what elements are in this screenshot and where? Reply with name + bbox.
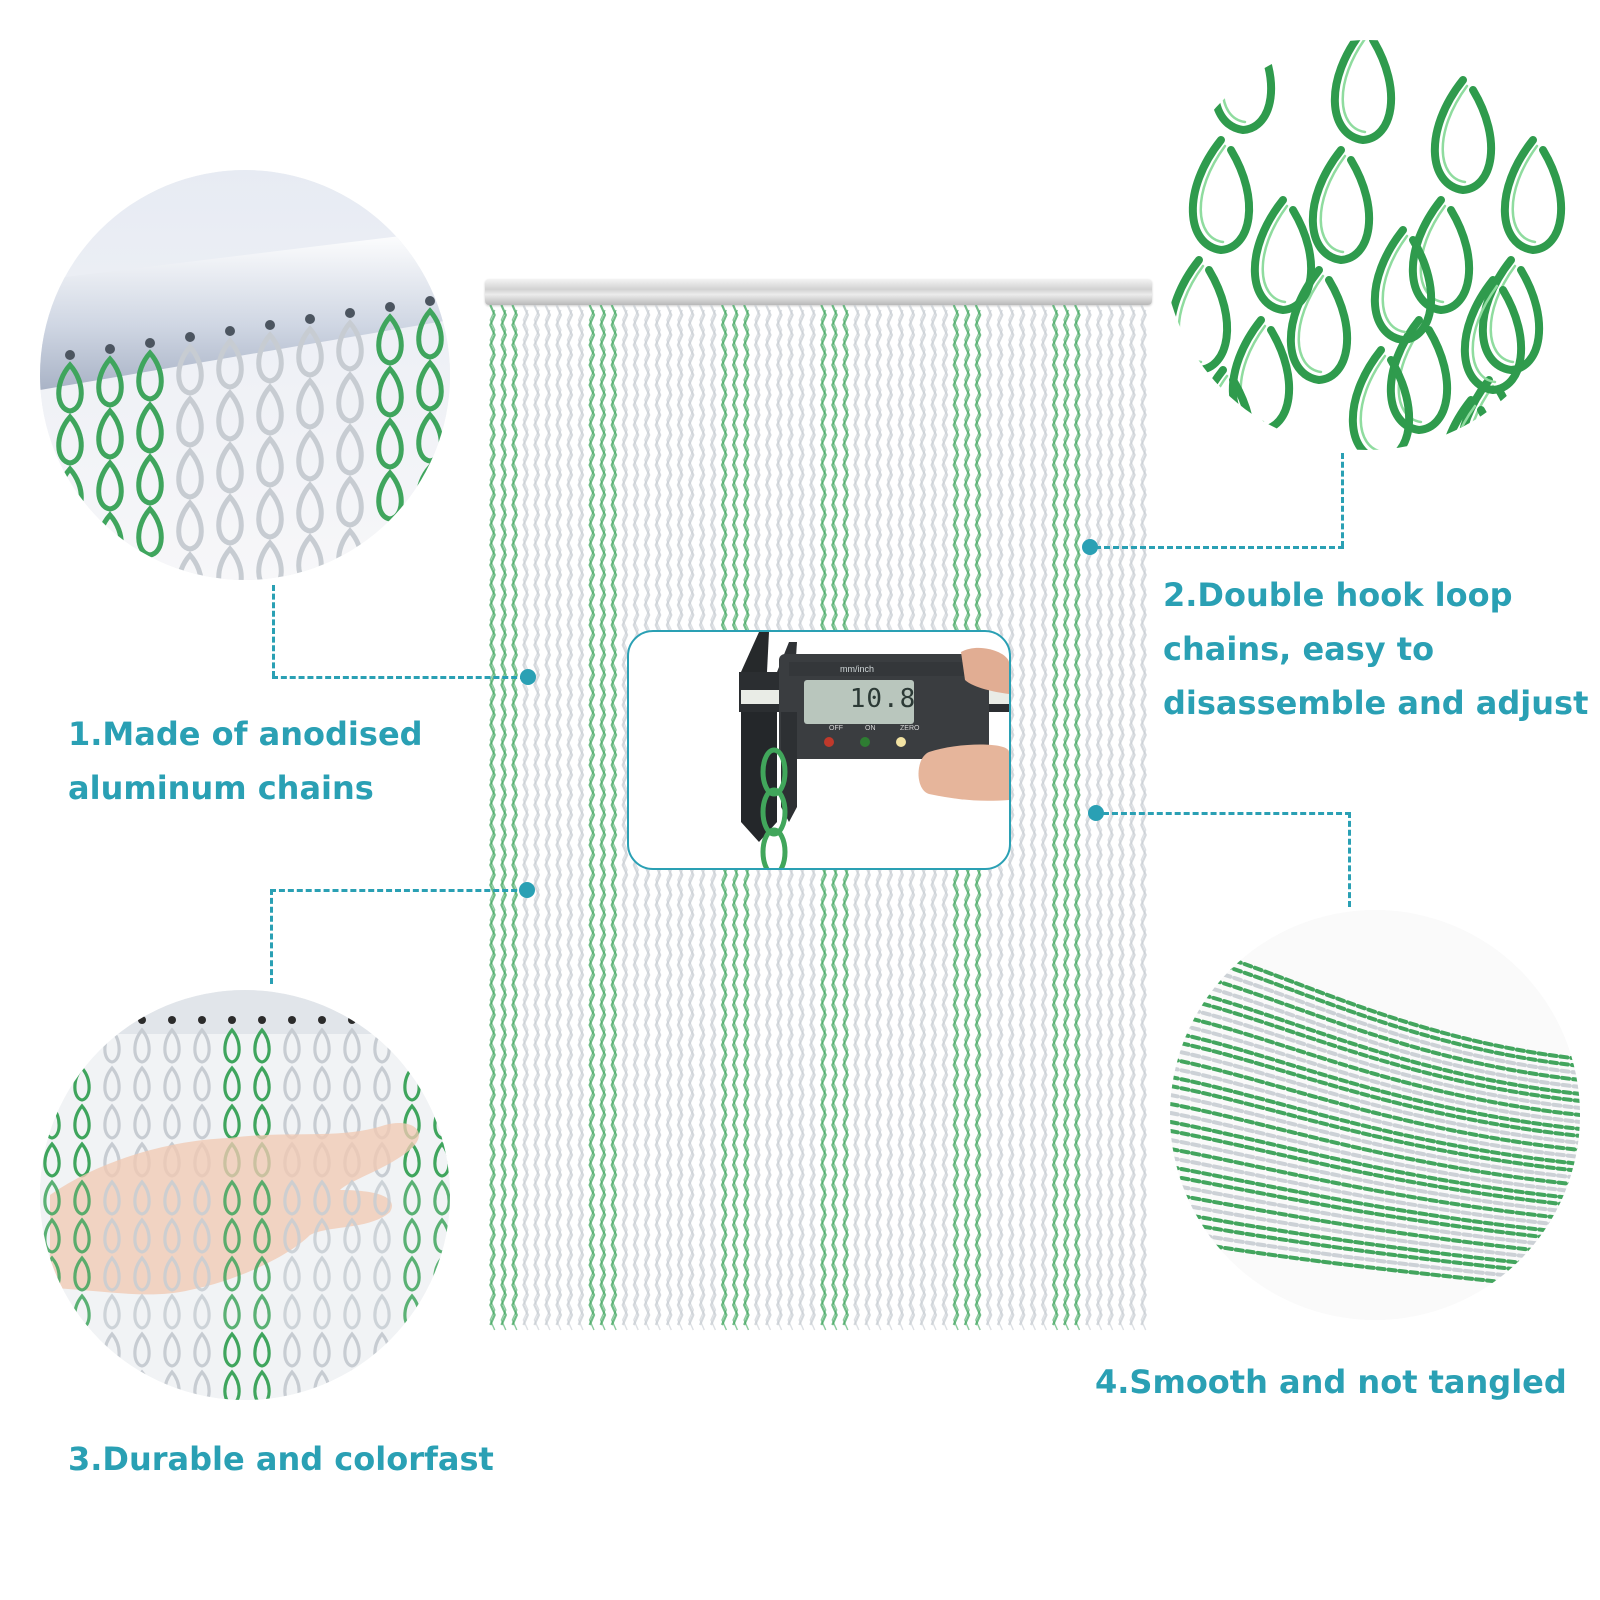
- callout-2-vertical-line: [1341, 453, 1344, 547]
- curtain-rod: [485, 279, 1152, 305]
- curtain-chain-strand: [577, 305, 585, 1331]
- feature-1-line-2: aluminum chains: [68, 769, 374, 807]
- callout-3-horizontal-line: [270, 889, 526, 892]
- curtain-chain-strand: [588, 305, 596, 1331]
- callout-4-horizontal-line: [1103, 812, 1351, 815]
- curtain-chain-strand: [1140, 305, 1147, 1331]
- feature-3-line-1: 3.Durable and colorfast: [68, 1440, 494, 1478]
- hand-holding-chains-photo: [40, 990, 450, 1400]
- curtain-chain-strand: [522, 305, 530, 1331]
- feature-4-text: 4.Smooth and not tangled: [1095, 1355, 1567, 1409]
- callout-4-vertical-line: [1348, 812, 1351, 907]
- rail-hole: [145, 338, 155, 348]
- curtain-chain-strand: [566, 305, 574, 1331]
- rail-hole: [425, 296, 435, 306]
- rail-hole: [265, 320, 275, 330]
- caliper-reading: 10.8: [849, 684, 917, 714]
- caliper-unit-label: mm/inch: [840, 664, 875, 674]
- callout-1-dot: [520, 669, 536, 685]
- rail-hole: [105, 344, 115, 354]
- rail-hole: [305, 314, 315, 324]
- curtain-chain-strand: [599, 305, 607, 1331]
- rail-hole: [385, 302, 395, 312]
- callout-4-dot: [1088, 805, 1104, 821]
- curtain-chain-strand: [1128, 305, 1136, 1331]
- rail-hole: [65, 350, 75, 360]
- curtain-chain-strand: [1106, 305, 1114, 1331]
- callout-2-horizontal-line: [1095, 546, 1344, 549]
- feature-2-line-2: chains, easy to: [1163, 630, 1435, 668]
- feature-2-text: 2.Double hook loop chains, easy to disas…: [1163, 568, 1588, 730]
- callout-3-vertical-line: [270, 889, 273, 984]
- curtain-chain-strand: [1051, 305, 1059, 1331]
- rail-hole: [345, 308, 355, 318]
- feature-1-line-1: 1.Made of anodised: [68, 715, 423, 753]
- smooth-chains-closeup-photo: [1170, 910, 1580, 1320]
- feature-1-text: 1.Made of anodised aluminum chains: [68, 707, 423, 815]
- curtain-chain-strand: [1040, 305, 1048, 1331]
- curtain-chain-strand: [1073, 305, 1081, 1331]
- caliper-off-label: OFF: [829, 725, 843, 732]
- curtain-chain-strand: [489, 305, 496, 1331]
- caliper-zero-label: ZERO: [900, 725, 920, 732]
- feature-2-line-1: 2.Double hook loop: [1163, 576, 1513, 614]
- callout-3-dot: [519, 882, 535, 898]
- curtain-chain-strand: [533, 305, 541, 1331]
- curtain-chain-strand: [555, 305, 563, 1331]
- curtain-chain-strand: [1018, 305, 1026, 1331]
- double-hook-loop-closeup-photo: [1163, 40, 1573, 450]
- callout-1-horizontal-line: [272, 676, 526, 679]
- caliper-on-label: ON: [865, 725, 876, 732]
- curtain-chain-strand: [1062, 305, 1070, 1331]
- anodised-chains-closeup-photo: [40, 170, 450, 580]
- curtain-chain-strand: [500, 305, 508, 1331]
- caliper-measurement-inset: [627, 630, 1011, 870]
- feature-4-line-1: 4.Smooth and not tangled: [1095, 1363, 1567, 1401]
- curtain-chain-strand: [544, 305, 552, 1331]
- rail-hole: [185, 332, 195, 342]
- curtain-chain-strand: [1029, 305, 1037, 1331]
- curtain-chain-strand: [610, 305, 618, 1331]
- curtain-chain-strand: [511, 305, 519, 1331]
- callout-2-dot: [1082, 539, 1098, 555]
- callout-1-vertical-line: [272, 585, 275, 677]
- rail-hole: [225, 326, 235, 336]
- curtain-chain-strand: [1117, 305, 1125, 1331]
- feature-2-line-3: disassemble and adjust: [1163, 684, 1589, 722]
- feature-3-text: 3.Durable and colorfast: [68, 1432, 494, 1486]
